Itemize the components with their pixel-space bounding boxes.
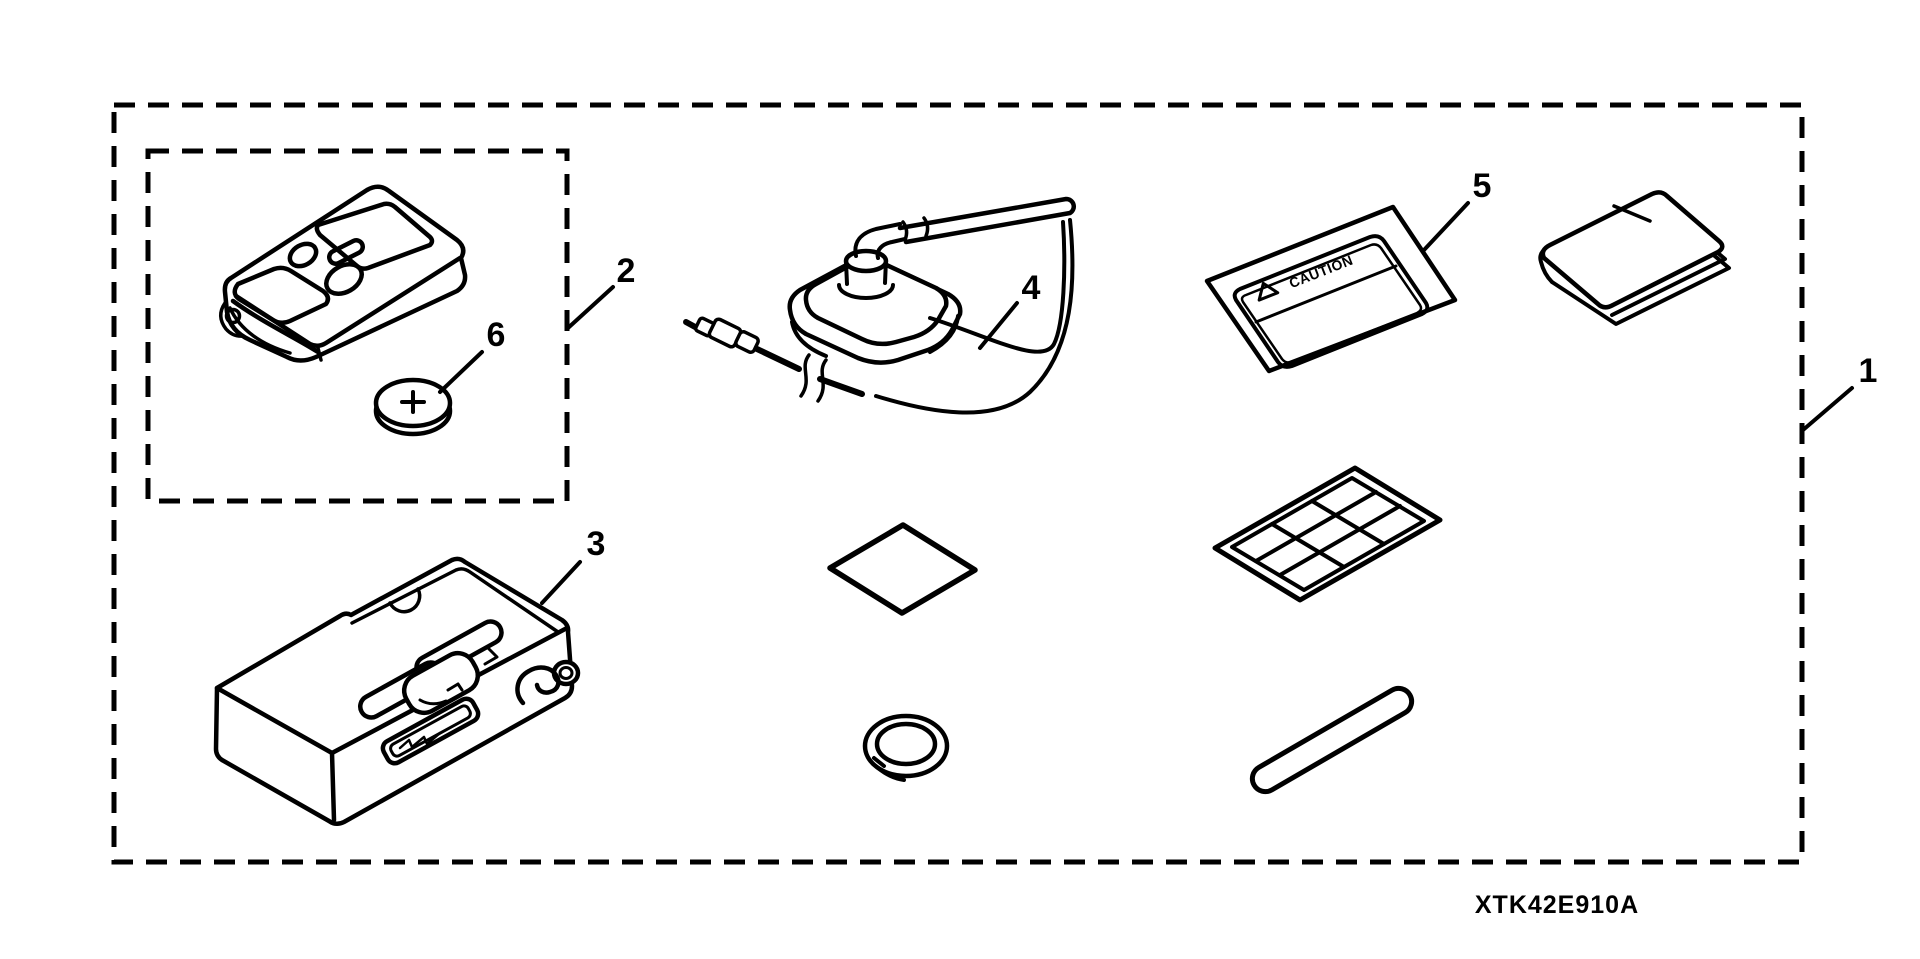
- fob-lower-panel: [232, 265, 331, 325]
- fob-button-pill: [327, 238, 365, 266]
- antenna-elbow-rings: [901, 216, 930, 242]
- control-unit-drum-tab: [446, 682, 464, 692]
- caution-header-rule: [1254, 264, 1398, 324]
- fob-keyring-lug: [219, 301, 245, 338]
- antenna-wire-out: [928, 220, 1067, 354]
- control-unit-deck-step: [350, 567, 560, 634]
- key-ring-split: [872, 756, 906, 782]
- leader-line-2: [566, 285, 615, 330]
- control-unit-connector-inner: [389, 704, 472, 758]
- adhesive-strip-drawing: [1249, 685, 1415, 795]
- fob-display-window: [314, 201, 435, 271]
- coin-battery-drawing: [373, 377, 453, 437]
- control-unit-eyelet-hole: [558, 666, 574, 680]
- antenna-base-lower-wall: [790, 314, 960, 358]
- key-ring-drawing: [862, 713, 950, 782]
- control-unit-notch: [388, 587, 422, 614]
- control-unit-drawing: [213, 556, 581, 826]
- booklet-drawing: [1538, 190, 1731, 326]
- sticker-grid-rows: [1254, 490, 1402, 577]
- caution-label-inner-border: [1240, 243, 1423, 364]
- fob-cap-crease: [228, 306, 292, 355]
- warning-triangle-icon: [1257, 281, 1280, 302]
- booklet-cover: [1540, 190, 1725, 310]
- callout-4-label: 4: [1022, 269, 1041, 307]
- antenna-cable: [754, 346, 865, 397]
- sticker-grid-columns: [1270, 499, 1386, 569]
- leader-line-3: [540, 560, 582, 605]
- antenna-rod: [897, 196, 1076, 245]
- fob-shell-parting-line: [230, 298, 321, 355]
- callout-3-label: 3: [587, 525, 606, 563]
- control-unit-front-corner: [329, 750, 337, 823]
- remote-transmitter-drawing: [219, 184, 468, 363]
- sticker-sheet-outer: [1212, 465, 1443, 603]
- leader-line-6: [438, 350, 484, 394]
- leader-line-4: [978, 301, 1019, 350]
- fob-top-face-edge: [233, 255, 463, 348]
- control-unit-drum: [401, 650, 481, 716]
- antenna-stem-top: [843, 248, 889, 274]
- booklet-cover-line: [1612, 204, 1652, 223]
- caution-label-border: [1232, 234, 1430, 369]
- callout-1-label: 1: [1859, 352, 1878, 390]
- adhesive-pad-drawing: [827, 522, 978, 616]
- antenna-elbow: [853, 222, 907, 260]
- antenna-plug-seg3: [734, 330, 760, 354]
- fob-button-large: [324, 262, 364, 296]
- control-unit-rail-arrow: [483, 647, 499, 666]
- key-ring-inner: [874, 721, 938, 767]
- antenna-stem-flange: [837, 283, 895, 300]
- transmitter-kit-dashed-box: [145, 148, 570, 504]
- fob-corner-edge: [316, 346, 323, 362]
- antenna-wire-return: [874, 218, 1075, 415]
- caution-label-drawing: CAUTION: [1204, 204, 1458, 374]
- battery-plus-icon: [400, 390, 426, 414]
- control-unit-connector-pins: [398, 731, 442, 750]
- control-unit-hook: [515, 665, 561, 706]
- antenna-cable-break: [799, 353, 828, 403]
- antenna-assembly-drawing: [683, 196, 1076, 415]
- control-unit-drum-curve: [418, 698, 448, 706]
- control-unit-connector-opening: [380, 696, 481, 766]
- leader-line-5: [1422, 201, 1470, 252]
- part-code-label: XTK42E910A: [1475, 891, 1639, 919]
- sticker-sheet-drawing: [1212, 465, 1443, 603]
- leader-line-1: [1801, 386, 1854, 432]
- caution-sheet: [1204, 204, 1458, 374]
- fob-keyring-hole: [224, 307, 242, 325]
- leader-lines: [438, 201, 1854, 605]
- callout-2-label: 2: [617, 252, 636, 290]
- callout-5-label: 5: [1473, 167, 1492, 205]
- fob-button-small: [287, 241, 319, 269]
- callout-6-label: 6: [487, 316, 506, 354]
